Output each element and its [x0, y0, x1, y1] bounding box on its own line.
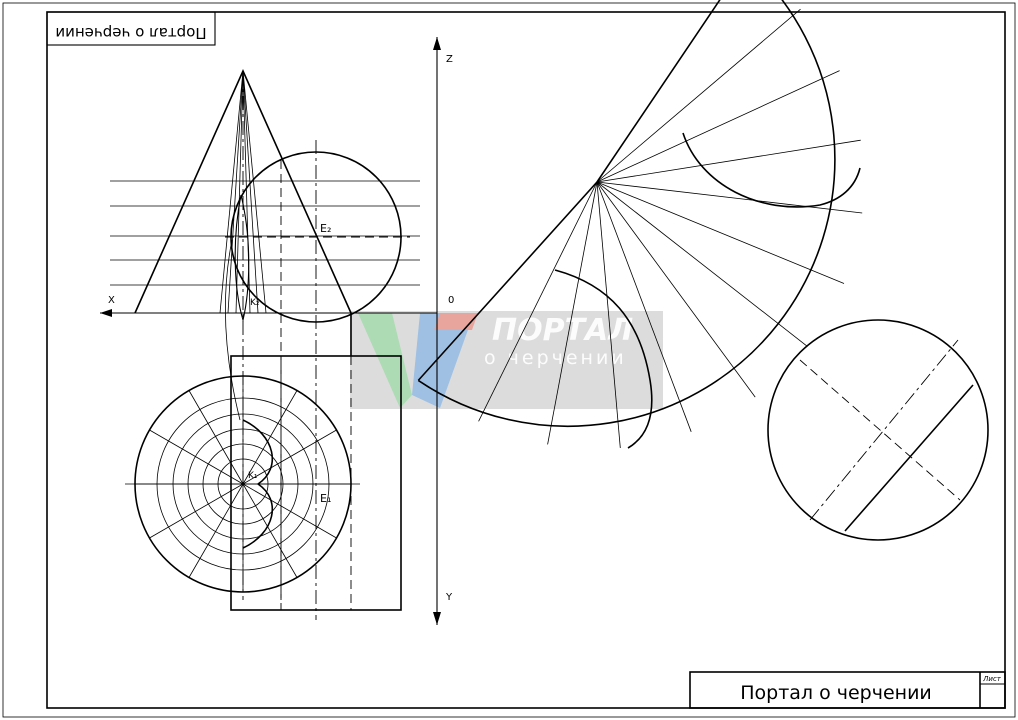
- inner-frame: [46, 11, 1006, 709]
- watermark-line1: ПОРТАЛ: [492, 313, 633, 348]
- point-e1-label: E₁: [320, 492, 331, 505]
- point-k1-label: K₁: [248, 471, 258, 481]
- development-ray: [478, 181, 598, 422]
- z-axis-arrow: [433, 37, 441, 50]
- corner-stamp-text: Портал о черчении: [55, 24, 206, 42]
- axes: X Z Y 0: [100, 37, 454, 625]
- cylinder-development: [767, 319, 989, 541]
- y-axis-arrow: [433, 612, 441, 625]
- cone-generator-top: [188, 390, 244, 485]
- watermark: ПОРТАЛ о черчении: [350, 311, 663, 409]
- cone-generator-front: [235, 70, 244, 314]
- development-ray: [596, 181, 845, 284]
- development-ray: [596, 139, 861, 183]
- development-outline: [417, 0, 836, 427]
- cone-generator-front: [227, 70, 244, 314]
- development-ray: [596, 181, 756, 398]
- development-ray: [596, 8, 801, 183]
- cone-generator-front: [219, 70, 244, 314]
- origin-label: 0: [448, 295, 454, 306]
- cone-generator-front: [242, 70, 259, 314]
- y-axis-label: Y: [445, 592, 453, 603]
- front-view: [110, 69, 420, 620]
- point-k2-label: K₂: [250, 298, 260, 308]
- top-view: [125, 313, 402, 611]
- intersection-front-curve: [234, 194, 250, 323]
- cone-generator-top: [242, 390, 298, 485]
- development-ray: [596, 181, 621, 449]
- cylinder-base-circle: [767, 319, 989, 541]
- title-block-sheet-label: Лист: [982, 675, 1002, 683]
- corner-stamp: Портал о черчении: [46, 11, 216, 46]
- watermark-line2: о черчении: [484, 347, 627, 369]
- development-ray: [547, 181, 598, 445]
- cone-generator-top: [242, 483, 298, 578]
- development-cut-upper: [682, 132, 861, 208]
- x-axis-label: X: [108, 295, 115, 306]
- point-e2-label: E₂: [320, 222, 331, 235]
- cone-generator-front: [242, 70, 267, 314]
- intersection-top-curve: [242, 419, 274, 549]
- title-block: Портал о черчении Лист: [689, 671, 1006, 709]
- cone-generator-top: [188, 483, 244, 578]
- development-ray: [596, 70, 840, 183]
- development-ray: [596, 181, 692, 432]
- watermark-logo-green: [358, 313, 412, 408]
- cone-generator-top: [149, 483, 244, 539]
- x-axis-arrow: [100, 309, 112, 317]
- cone-generator-top: [149, 429, 244, 485]
- cone-generator-top: [242, 429, 337, 485]
- title-block-title: Портал о черчении: [740, 682, 932, 704]
- development-cut-lower: [554, 269, 653, 449]
- cone-development: [417, 0, 863, 449]
- development-ray: [596, 181, 863, 214]
- cone-generator-top: [242, 483, 337, 539]
- development-ray: [596, 181, 808, 347]
- z-axis-label: Z: [446, 54, 453, 65]
